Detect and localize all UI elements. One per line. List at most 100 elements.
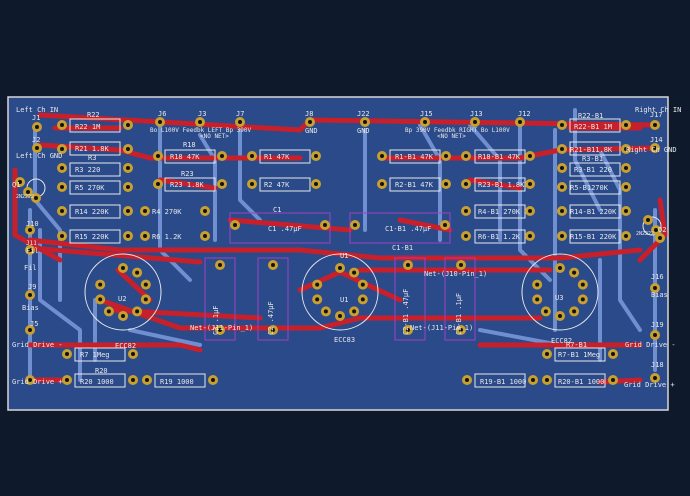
drill-hole xyxy=(28,293,32,297)
drill-hole xyxy=(220,154,224,158)
j2-label: J2 xyxy=(32,136,40,144)
r3-value: R3 220 xyxy=(75,166,100,174)
r4b1-value: R4-B1 270K xyxy=(478,208,521,216)
drill-hole xyxy=(338,266,342,270)
drill-hole xyxy=(65,352,69,356)
drill-hole xyxy=(314,154,318,158)
j19-label: J19 xyxy=(651,321,664,329)
r3b1-value: R3-B1 220 xyxy=(574,166,612,174)
drill-hole xyxy=(406,328,410,332)
c3-value: C3 .1µF xyxy=(212,305,220,335)
drill-hole xyxy=(220,182,224,186)
drill-hole xyxy=(624,166,628,170)
drill-hole xyxy=(121,314,125,318)
drill-hole xyxy=(34,196,38,200)
drill-hole xyxy=(35,125,39,129)
drill-hole xyxy=(145,378,149,382)
drill-hole xyxy=(653,333,657,337)
drill-hole xyxy=(28,328,32,332)
gnd-j22: GND xyxy=(357,127,370,135)
drill-hole xyxy=(464,154,468,158)
drill-hole xyxy=(60,147,64,151)
drill-hole xyxy=(352,309,357,314)
drill-hole xyxy=(271,328,275,332)
r1-value: R1 47K xyxy=(264,153,290,161)
drill-hole xyxy=(624,234,628,238)
drill-hole xyxy=(323,309,328,314)
bias-right-label: Bias xyxy=(651,291,668,299)
drill-hole xyxy=(363,120,367,124)
drill-hole xyxy=(315,297,320,302)
drill-hole xyxy=(35,146,39,150)
drill-hole xyxy=(143,234,147,238)
c1b1-ref: C1-B1 xyxy=(392,244,413,252)
q2-part: 2N2222 xyxy=(636,231,654,237)
drill-hole xyxy=(459,263,463,267)
r7b1-value: R7-B1 1Meg xyxy=(558,351,600,359)
drill-hole xyxy=(473,120,477,124)
bias-left-label: Bias xyxy=(22,304,39,312)
drill-hole xyxy=(558,266,562,270)
drill-hole xyxy=(314,182,318,186)
no-net-left: <NO NET> xyxy=(200,133,229,140)
pad-text-left: Bo L100V Feedbk LEFT Bp 390V xyxy=(150,127,252,134)
grid-drive-minus-left: Grid Drive - xyxy=(12,341,63,349)
drill-hole xyxy=(126,147,130,151)
drill-hole xyxy=(65,378,69,382)
j11-label: J11 xyxy=(26,240,37,247)
drill-hole xyxy=(653,376,657,380)
j12-label: J12 xyxy=(518,110,531,118)
drill-hole xyxy=(528,234,532,238)
drill-hole xyxy=(218,263,222,267)
pads xyxy=(15,117,665,385)
drill-hole xyxy=(646,218,650,222)
drill-hole xyxy=(143,297,148,302)
drill-hole xyxy=(611,378,615,382)
j9-label: J9 xyxy=(28,283,36,291)
r21-value: R21 1.8K xyxy=(75,145,110,153)
drill-hole xyxy=(60,234,64,238)
drill-hole xyxy=(121,266,125,270)
drill-hole xyxy=(654,228,658,232)
drill-hole xyxy=(98,282,103,287)
r4-value: R4 270K xyxy=(152,208,182,216)
ecc82-left: ECC82 xyxy=(115,342,136,350)
drill-hole xyxy=(98,297,103,302)
drill-hole xyxy=(560,123,564,127)
drill-hole xyxy=(60,166,64,170)
q1-part: 2N2222 xyxy=(16,194,34,200)
q2-label: Q2 xyxy=(658,226,666,234)
drill-hole xyxy=(464,234,468,238)
drill-hole xyxy=(624,147,628,151)
drill-hole xyxy=(380,182,384,186)
pad-text-right: Bp 390V Feedbk RIGHT Bo L100V xyxy=(405,127,510,134)
r18-ref: R18 xyxy=(183,141,196,149)
drill-hole xyxy=(531,378,535,382)
silk-text: Left Ch IN Left Ch GND Right Ch IN Right… xyxy=(12,106,681,389)
r23-value: R23 1.8K xyxy=(170,181,205,189)
drill-hole xyxy=(560,166,564,170)
drill-hole xyxy=(203,234,207,238)
drill-hole xyxy=(158,120,162,124)
drill-hole xyxy=(464,209,468,213)
drill-hole xyxy=(211,378,215,382)
drill-hole xyxy=(198,120,202,124)
drill-hole xyxy=(653,123,657,127)
drill-hole xyxy=(126,209,130,213)
drill-hole xyxy=(444,154,448,158)
r21b1-value: R21-B11.8K xyxy=(570,146,613,154)
drill-hole xyxy=(535,297,540,302)
drill-hole xyxy=(580,282,585,287)
drill-hole xyxy=(143,209,147,213)
r19b1-value: R19-B1 1000 xyxy=(480,378,526,386)
j8-label: J8 xyxy=(305,110,313,118)
u2-ref: U2 xyxy=(118,295,126,303)
j22-label: J22 xyxy=(357,110,370,118)
drill-hole xyxy=(203,209,207,213)
j18-label: J18 xyxy=(651,361,664,369)
net-j11-right: Net-(J11-Pin_1) xyxy=(410,324,473,332)
drill-hole xyxy=(543,309,548,314)
drill-hole xyxy=(143,282,148,287)
drill-hole xyxy=(560,234,564,238)
drill-hole xyxy=(465,378,469,382)
